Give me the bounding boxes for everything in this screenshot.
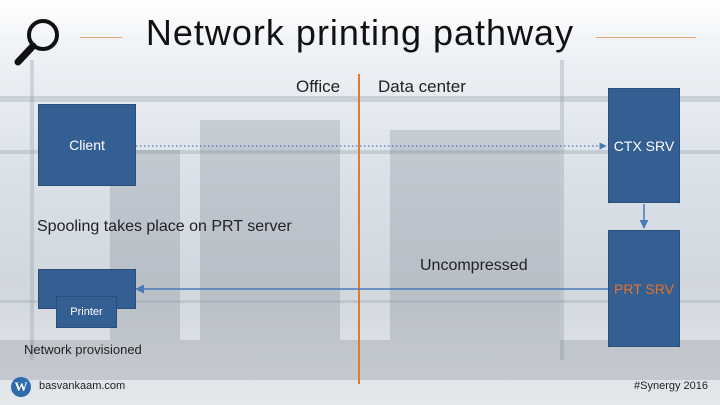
- search-icon: [14, 19, 59, 66]
- client-label: Client: [69, 137, 105, 153]
- printer-label: Printer: [70, 306, 103, 318]
- title-rule-left: [80, 37, 122, 38]
- prt-srv-label: PRT SRV: [614, 280, 674, 297]
- client-box: Client: [38, 104, 136, 186]
- ctx-srv-box: CTX SRV: [608, 88, 680, 203]
- network-provisioned-caption: Network provisioned: [24, 342, 142, 357]
- zone-label-data-center: Data center: [378, 77, 466, 96]
- prt-srv-box: PRT SRV: [608, 230, 680, 347]
- footer-hashtag: #Synergy 2016: [634, 380, 708, 392]
- wordpress-icon: W: [11, 377, 31, 397]
- zone-label-office: Office: [296, 77, 341, 96]
- ctx-srv-label: CTX SRV: [613, 137, 675, 154]
- printer-box: Printer: [56, 296, 117, 328]
- uncompressed-caption: Uncompressed: [420, 257, 528, 274]
- page-title: Network printing pathway: [145, 12, 575, 53]
- zone-divider: [358, 74, 360, 384]
- spooling-caption: Spooling takes place on PRT server: [37, 218, 292, 235]
- footer-site: basvankaam.com: [39, 380, 126, 392]
- title-rule-right: [596, 37, 696, 38]
